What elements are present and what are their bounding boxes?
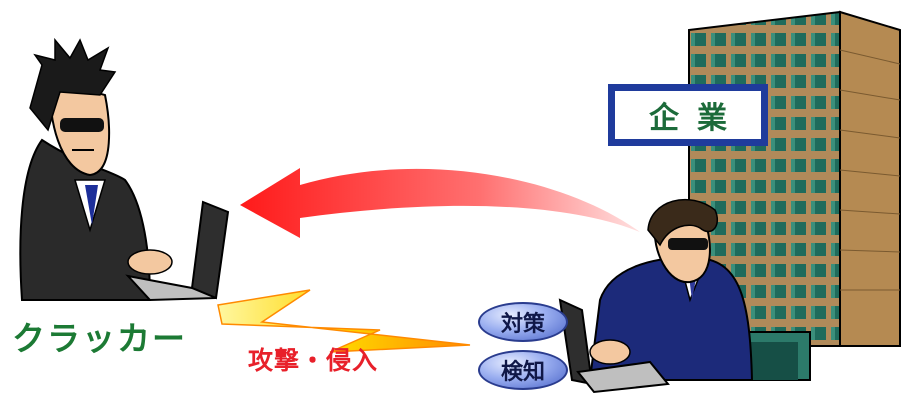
lightning-bolt-icon [217,289,471,353]
detection-badge: 検知 [478,350,568,390]
cracker-label: クラッカー [12,319,187,358]
company-label: 企業 [649,101,745,136]
attack-intrusion-label: 攻撃・侵入 [248,346,379,375]
hacker-figure-icon [19,37,173,301]
countermeasure-label: 対策 [500,312,545,337]
curved-arrow-icon [240,168,640,238]
detection-label: 検知 [500,360,545,385]
laptop-icon [125,200,230,302]
laptop-icon [558,298,670,394]
countermeasure-badge: 対策 [478,302,568,342]
analyst-figure-icon [588,198,754,381]
company-sign: 企業 [608,84,768,146]
trace-label: 追跡 [514,216,559,241]
